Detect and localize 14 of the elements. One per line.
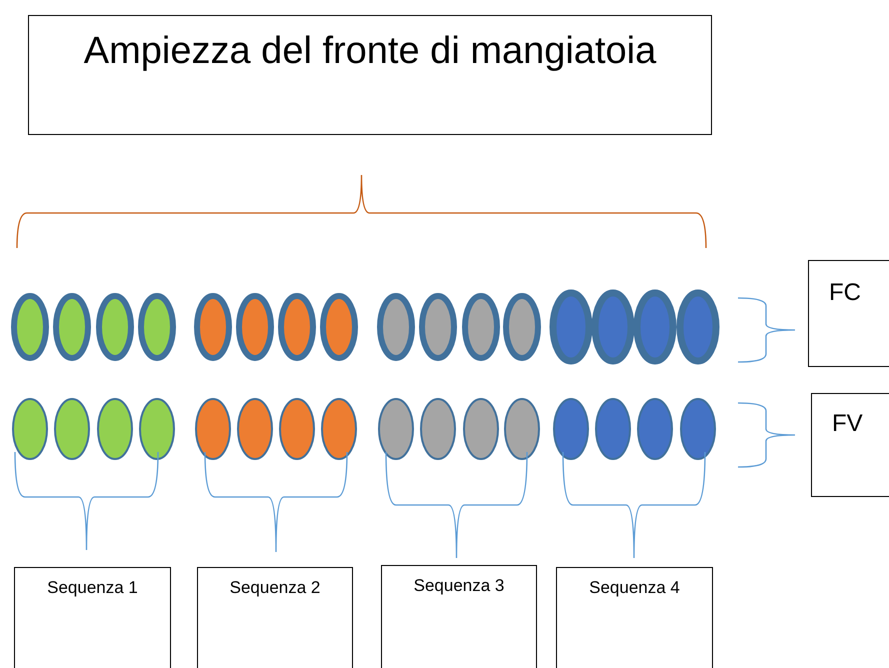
box-label: Sequenza 3 [412, 576, 506, 596]
box-label: Sequenza 4 [588, 578, 681, 598]
label-box [14, 567, 171, 668]
box-label: FV [832, 410, 864, 438]
title-box [28, 15, 712, 135]
label-box [381, 565, 537, 668]
label-box [556, 567, 713, 668]
label-box [808, 260, 889, 367]
box-label: FC [829, 279, 862, 307]
label-box [811, 393, 889, 497]
box-label: Sequenza 1 [46, 578, 139, 598]
label-box [197, 567, 353, 668]
box-label: Ampiezza del fronte di mangiatoia [82, 30, 658, 73]
box-label: Sequenza 2 [228, 578, 322, 598]
